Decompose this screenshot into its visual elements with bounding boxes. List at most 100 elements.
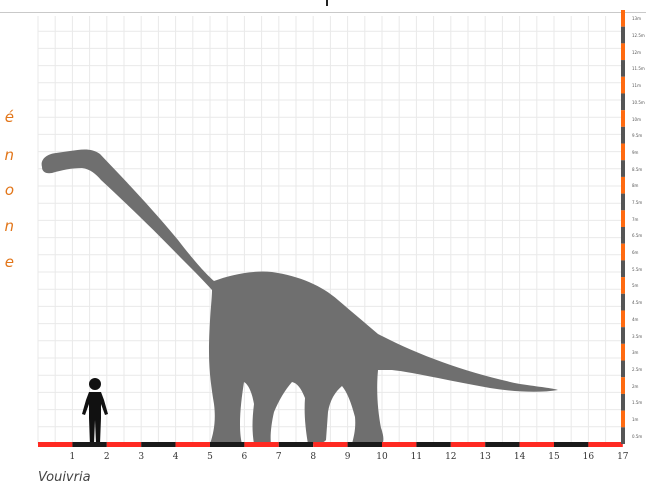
y-tick-label: 3m: [632, 350, 639, 356]
scale-segment: [621, 210, 625, 227]
scale-segment: [175, 442, 210, 447]
scale-segment: [621, 76, 625, 94]
y-tick-label: 4m: [632, 316, 639, 322]
top-border: [0, 12, 646, 13]
side-text-fragment: e: [4, 253, 14, 271]
scale-segment: [621, 427, 625, 444]
scale-segment: [519, 442, 554, 447]
y-tick-label: 2.5m: [632, 366, 643, 372]
y-tick-label: 7.5m: [632, 199, 643, 205]
scale-segment: [621, 310, 625, 328]
side-text-fragment: o: [4, 181, 14, 199]
x-tick-label: 14: [513, 452, 526, 462]
scale-segment: [106, 442, 142, 447]
scale-segment: [382, 442, 417, 447]
scale-segment: [621, 227, 625, 244]
y-tick-label: 8m: [632, 183, 639, 189]
scale-segment: [621, 343, 625, 361]
x-tick-label: 5: [207, 452, 213, 462]
x-tick-label: 13: [479, 452, 491, 462]
y-tick-label: 1m: [632, 416, 639, 422]
human-silhouette-icon: [82, 378, 108, 444]
author-credit: Vouivria: [38, 470, 91, 485]
scale-segment: [621, 193, 625, 211]
scale-segment: [621, 293, 625, 311]
y-tick-label: 12.5m: [632, 33, 645, 39]
side-text-fragment: n: [4, 217, 14, 235]
x-tick-label: 12: [445, 452, 457, 462]
scale-segment: [554, 442, 589, 447]
scale-segment: [621, 277, 625, 294]
x-tick-label: 8: [310, 452, 317, 462]
y-tick-label: 5m: [632, 283, 639, 289]
scale-segment: [621, 10, 625, 27]
x-tick-label: 2: [103, 452, 110, 462]
side-text-fragment: é: [4, 108, 14, 126]
x-tick-label: 1: [69, 452, 76, 462]
scale-segment: [621, 110, 625, 127]
y-tick-label: 5.5m: [632, 266, 643, 272]
side-text-fragment: n: [4, 146, 14, 164]
brachiosaurus-silhouette-icon: [41, 149, 558, 445]
y-tick-label: 9m: [632, 149, 639, 155]
x-tick-label: 4: [172, 452, 179, 462]
y-tick-label: 11.5m: [632, 66, 645, 72]
scale-segment: [588, 442, 623, 447]
y-tick-label: 0.5m: [632, 433, 643, 439]
y-tick-label: 10.5m: [632, 99, 645, 105]
scale-segment: [347, 442, 382, 447]
y-tick-label: 10m: [632, 116, 641, 122]
top-tick: [326, 0, 328, 6]
x-tick-label: 17: [617, 452, 629, 462]
y-tick-label: 1.5m: [632, 400, 643, 406]
scale-segment: [621, 393, 625, 411]
x-tick-label: 9: [344, 452, 351, 462]
scale-segment: [141, 442, 176, 447]
scale-segment: [72, 442, 107, 447]
x-tick-label: 10: [376, 452, 388, 462]
y-tick-label: 7m: [632, 216, 639, 222]
y-tick-label: 11m: [632, 83, 641, 89]
scale-segment: [485, 442, 520, 447]
x-tick-label: 3: [138, 452, 145, 462]
scale-segment: [621, 410, 625, 428]
scale-segment: [244, 442, 279, 447]
y-tick-label: 6.5m: [632, 233, 643, 239]
scale-segment: [621, 327, 625, 344]
scale-segment: [621, 176, 625, 194]
scale-segment: [621, 160, 625, 177]
scale-segment: [278, 442, 314, 447]
scale-segment: [416, 442, 451, 447]
y-tick-label: 2m: [632, 383, 639, 389]
x-tick-label: 16: [582, 452, 595, 462]
x-tick-label: 11: [410, 452, 423, 462]
scale-segment: [210, 442, 245, 447]
scale-segment: [621, 243, 625, 261]
x-tick-label: 6: [241, 452, 248, 462]
scale-segment: [450, 442, 486, 447]
y-tick-label: 13m: [632, 16, 641, 22]
scale-segment: [621, 43, 625, 61]
scale-segment: [313, 442, 348, 447]
right-scale-bar: [621, 10, 625, 444]
y-tick-label: 8.5m: [632, 166, 643, 172]
scale-segment: [621, 93, 625, 111]
scale-segment: [621, 26, 625, 44]
y-tick-label: 12m: [632, 49, 641, 55]
bottom-scale-bar: [38, 442, 623, 447]
scale-segment: [38, 442, 73, 447]
y-tick-label: 4.5m: [632, 300, 643, 306]
scale-segment: [621, 60, 625, 77]
y-tick-label: 9.5m: [632, 133, 643, 139]
scale-segment: [621, 377, 625, 394]
x-tick-label: 15: [548, 452, 560, 462]
scale-segment: [621, 260, 625, 278]
y-tick-label: 3.5m: [632, 333, 643, 339]
scale-segment: [621, 360, 625, 378]
scale-segment: [621, 126, 625, 144]
y-tick-label: 6m: [632, 250, 639, 256]
x-tick-label: 7: [275, 452, 282, 462]
scale-segment: [621, 143, 625, 161]
